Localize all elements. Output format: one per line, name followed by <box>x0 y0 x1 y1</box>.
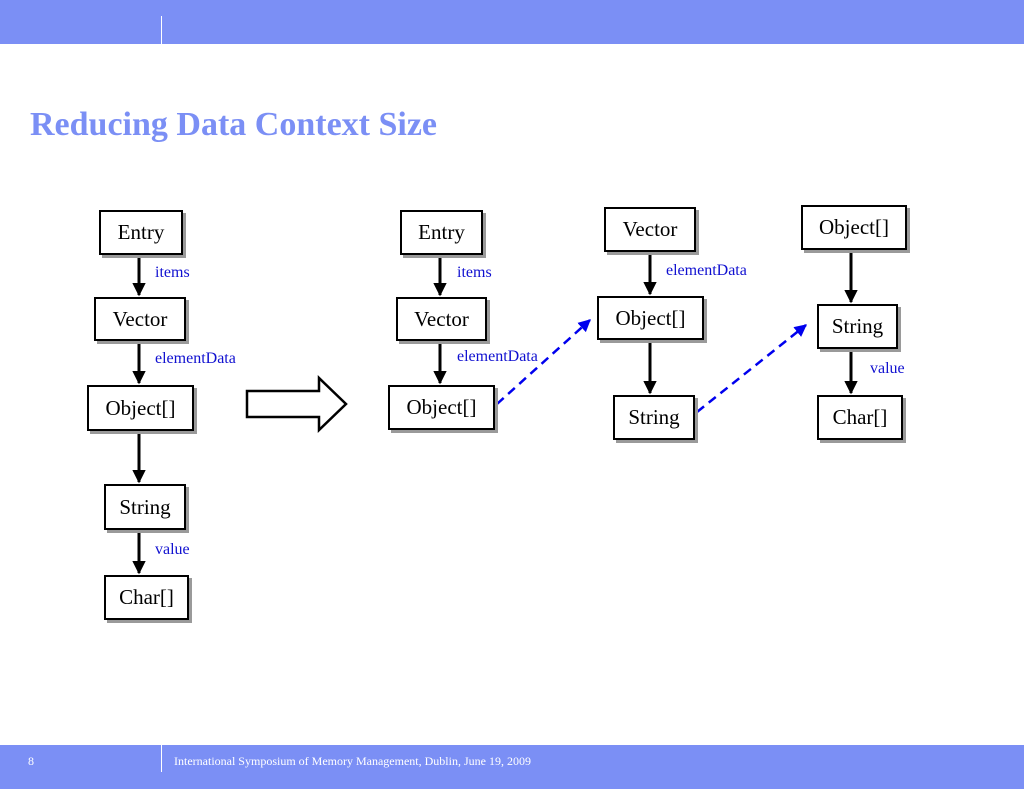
footer-divider <box>161 745 162 772</box>
page-number: 8 <box>28 754 34 768</box>
label-value-4: value <box>870 360 905 377</box>
label-items-2: items <box>457 264 492 281</box>
node-vector-3: Vector <box>604 207 696 252</box>
node-object-array-4: Object[] <box>801 205 907 250</box>
top-banner <box>0 0 1024 44</box>
node-string: String <box>104 484 186 530</box>
slide-title: Reducing Data Context Size <box>30 106 438 143</box>
banner-divider <box>161 16 162 44</box>
label-element-data-3: elementData <box>666 262 747 279</box>
node-object-array-2: Object[] <box>388 385 495 430</box>
footer-text: International Symposium of Memory Manage… <box>174 754 531 768</box>
node-vector: Vector <box>94 297 186 341</box>
node-char-array-4: Char[] <box>817 395 903 440</box>
node-char-array: Char[] <box>104 575 189 620</box>
dashed-link-2 <box>696 324 807 413</box>
node-object-array: Object[] <box>87 385 194 431</box>
label-element-data-2: elementData <box>457 348 538 365</box>
transform-arrow <box>245 375 348 433</box>
footer-banner: 8 International Symposium of Memory Mana… <box>0 745 1024 789</box>
label-value: value <box>155 541 190 558</box>
node-vector-2: Vector <box>396 297 487 341</box>
label-items: items <box>155 264 190 281</box>
node-entry-2: Entry <box>400 210 483 255</box>
dashed-link-1 <box>496 319 591 405</box>
node-string-3: String <box>613 395 695 440</box>
label-element-data: elementData <box>155 350 236 367</box>
node-entry: Entry <box>99 210 183 255</box>
node-object-array-3: Object[] <box>597 296 704 340</box>
node-string-4: String <box>817 304 898 349</box>
